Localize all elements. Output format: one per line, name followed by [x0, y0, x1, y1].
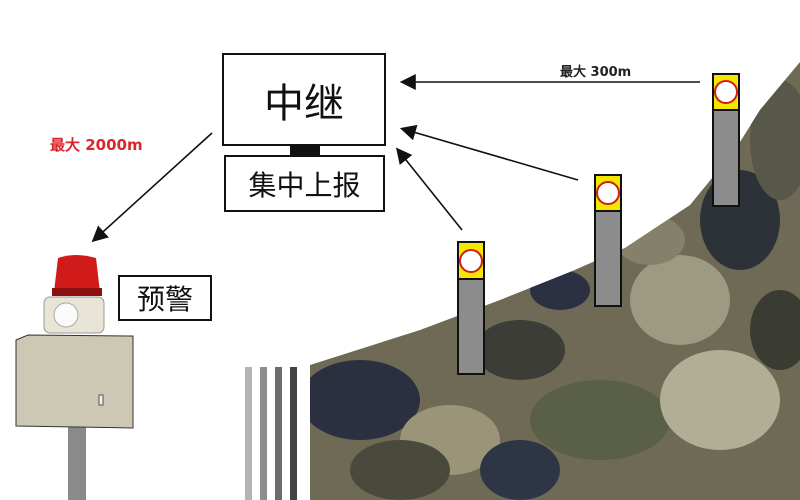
sensor-2 — [594, 174, 622, 307]
sensor-1 — [457, 241, 485, 375]
relay-box: 中继 — [222, 53, 386, 146]
sensor-3 — [712, 73, 740, 207]
relay-connector — [290, 145, 320, 155]
alarm-range-label: 最大 2000m — [50, 136, 143, 154]
report-box: 集中上报 — [224, 155, 385, 212]
arrows — [91, 74, 700, 243]
sensor-range-label: 最大 300m — [560, 65, 632, 80]
alarm-label-box: 预警 — [118, 275, 212, 321]
alarm-station — [15, 255, 134, 500]
stripes — [245, 367, 297, 500]
